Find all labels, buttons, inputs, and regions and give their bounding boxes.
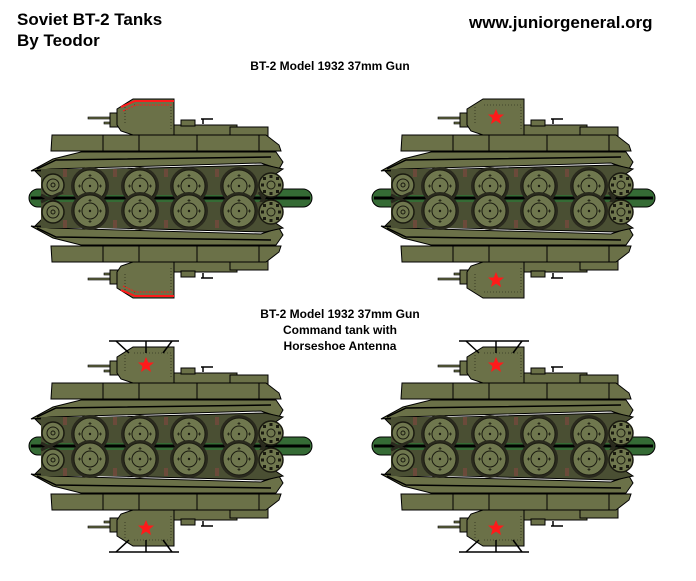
- title-line-2: By Teodor: [17, 31, 100, 50]
- horseshoe-antenna: [459, 340, 529, 354]
- caption-line: Command tank with: [282, 323, 397, 337]
- caption-line: BT-2 Model 1932 37mm Gun: [260, 307, 420, 321]
- tank-bt2-left-top: [28, 98, 313, 299]
- red-trim-stripe: [120, 100, 174, 108]
- title-line-1: Soviet BT-2 Tanks: [17, 10, 163, 29]
- caption-line: Horseshoe Antenna: [283, 339, 397, 353]
- horseshoe-antenna: [109, 340, 179, 354]
- caption-line: BT-2 Model 1932 37mm Gun: [250, 59, 410, 73]
- tank-bt2-right-top: [371, 98, 656, 299]
- section-1-caption: BT-2 Model 1932 37mm Gun: [200, 58, 460, 74]
- section-2-caption: BT-2 Model 1932 37mm Gun Command tank wi…: [220, 306, 460, 354]
- tank-bt2-command-left: [28, 340, 313, 553]
- tank-bt2-command-right: [371, 340, 656, 553]
- sheet-title: Soviet BT-2 Tanks By Teodor: [17, 9, 162, 51]
- site-url: www.juniorgeneral.org: [469, 13, 653, 32]
